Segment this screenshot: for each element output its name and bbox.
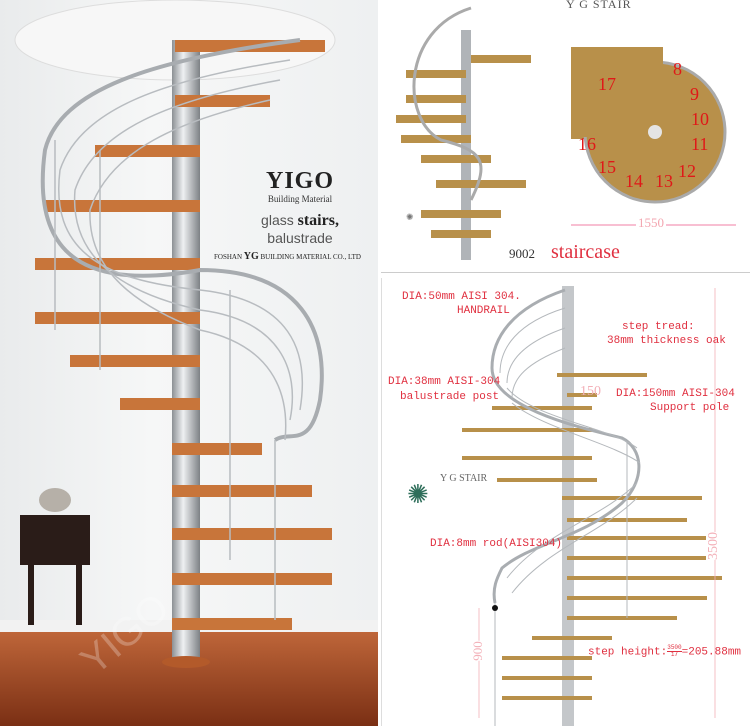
step-tread xyxy=(406,95,466,103)
logo-mark-icon: ✺ xyxy=(406,212,414,222)
step-tread xyxy=(502,696,592,700)
step-treads xyxy=(35,40,332,630)
tread-label-2: 38mm thickness oak xyxy=(607,335,726,347)
step-tread xyxy=(567,576,722,580)
step-number: 12 xyxy=(678,161,696,181)
brand-block: YIGO Building Material glass stairs, bal… xyxy=(230,168,370,247)
step-number: 17 xyxy=(598,74,616,94)
step-tread xyxy=(396,115,466,123)
step-tread xyxy=(471,55,531,63)
step-tread xyxy=(70,355,200,367)
pole-3d xyxy=(461,30,471,260)
step-tread xyxy=(567,393,597,397)
rod-label: DIA:8mm rod(AISI304) xyxy=(430,538,563,550)
step-tread xyxy=(532,636,612,640)
handrail xyxy=(40,38,324,442)
pole-label-1: DIA:150mm AISI-304 xyxy=(616,388,735,400)
step-tread xyxy=(567,616,677,620)
tread-label-1: step tread: xyxy=(622,321,695,333)
pole-label-2: Support pole xyxy=(650,402,730,414)
step-number: 14 xyxy=(625,171,643,191)
tagline-second: balustrade xyxy=(267,230,333,246)
brand-subtitle: Building Material xyxy=(267,194,333,204)
handrail-label-1: DIA:50mm AISI 304. xyxy=(402,291,521,303)
step-tread xyxy=(175,95,270,107)
tagline-light: glass xyxy=(261,212,294,228)
rail-height-dimension: 900 xyxy=(469,641,486,661)
step-tread xyxy=(172,528,332,540)
step-number: 13 xyxy=(655,171,673,191)
step-tread xyxy=(431,230,491,238)
step-tread xyxy=(492,406,592,410)
spiral-staircase-illustration: YIGO xyxy=(0,0,378,726)
step-tread xyxy=(172,485,312,497)
balustrade-rods xyxy=(54,59,304,620)
step-tread xyxy=(421,155,491,163)
yg-stair-logo: Y G STAIR xyxy=(566,0,632,11)
spec-drawing: ✺ xyxy=(407,286,722,726)
step-tread xyxy=(172,618,292,630)
step-number: 9 xyxy=(690,84,699,104)
spec-handrail xyxy=(490,288,641,604)
pole-base xyxy=(162,656,210,668)
step-tread xyxy=(567,556,717,560)
step-tread xyxy=(45,200,200,212)
step-tread xyxy=(567,536,707,540)
3d-handrail xyxy=(412,6,483,201)
step-tread xyxy=(436,180,526,188)
spec-drawing-panel: ✺ DIA:50mm AISI 304. HANDRAIL step tread… xyxy=(381,278,750,726)
step-tread xyxy=(497,478,597,482)
height-dimension: 3500 xyxy=(706,532,722,560)
landing-platform-fill xyxy=(571,47,663,137)
teapot xyxy=(39,488,71,512)
center-post xyxy=(648,125,662,139)
step-tread xyxy=(172,573,332,585)
company-name: FOSHAN YG BUILDING MATERIAL CO., LTD xyxy=(214,251,361,262)
step-tread xyxy=(406,70,466,78)
logo-mark-icon: ✺ xyxy=(407,480,429,509)
step-number: 16 xyxy=(578,134,596,154)
step-tread xyxy=(557,373,647,377)
step-number: 10 xyxy=(691,109,709,129)
step-tread xyxy=(562,496,702,500)
step-tread xyxy=(172,443,262,455)
step-tread xyxy=(502,676,592,680)
tagline: glass stairs, xyxy=(230,211,370,230)
step-tread xyxy=(401,135,471,143)
width-dimension: 1550 xyxy=(636,215,666,231)
tagline-bold: stairs, xyxy=(297,212,339,229)
staircase-photo: YIGO YIGO Building Material glass stairs… xyxy=(0,0,378,726)
side-table xyxy=(20,488,90,625)
step-tread xyxy=(462,428,592,432)
caption: staircase xyxy=(551,241,620,263)
spec-rods xyxy=(494,307,641,726)
brand-name: YIGO xyxy=(265,168,334,194)
step-tread xyxy=(120,398,200,410)
step-number: 11 xyxy=(691,134,709,154)
step-tread xyxy=(567,596,707,600)
rail-end-cap xyxy=(492,605,498,611)
step-tread xyxy=(462,456,592,460)
pole-dimension: 150 xyxy=(580,384,601,399)
model-number: 9002 xyxy=(509,246,535,261)
step-number: 15 xyxy=(598,157,616,177)
3d-treads xyxy=(396,55,531,238)
step-tread xyxy=(35,312,200,324)
post-label-1: DIA:38mm AISI-304 xyxy=(388,376,501,388)
step-tread xyxy=(502,656,592,660)
plan-drawing: ✺ xyxy=(396,6,736,260)
step-tread xyxy=(421,210,501,218)
handrail-label-2: HANDRAIL xyxy=(457,305,510,317)
post-label-2: balustrade post xyxy=(400,391,500,403)
center-pole xyxy=(172,40,200,665)
step-number: 8 xyxy=(673,59,682,79)
spec-logo: Y G STAIR xyxy=(440,473,488,484)
step-tread xyxy=(95,145,200,157)
step-tread xyxy=(35,258,200,270)
